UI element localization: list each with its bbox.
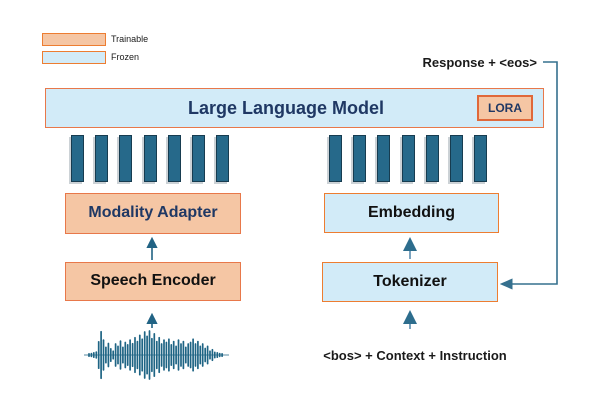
legend-frozen-swatch xyxy=(42,51,106,64)
token-bar xyxy=(377,135,390,182)
token-bar xyxy=(402,135,415,182)
token-bar xyxy=(216,135,229,182)
input-context-label: <bos> + Context + Instruction xyxy=(323,348,507,363)
legend-trainable-label: Trainable xyxy=(111,34,149,44)
token-bar xyxy=(353,135,366,182)
token-bar xyxy=(71,135,84,182)
token-bar xyxy=(168,135,181,182)
tokenizer-box: Tokenizer xyxy=(322,262,498,302)
speech-waveform xyxy=(84,330,229,380)
token-bar xyxy=(329,135,342,182)
speech-encoder-box: Speech Encoder xyxy=(65,262,241,301)
response-output-label: Response + <eos> xyxy=(422,55,537,70)
legend-frozen-label: Frozen xyxy=(111,52,140,62)
modality-adapter-box: Modality Adapter xyxy=(65,193,241,234)
lora-box: LORA xyxy=(477,95,533,121)
token-bar xyxy=(192,135,205,182)
legend-trainable-swatch xyxy=(42,33,106,46)
token-bar xyxy=(426,135,439,182)
llm-box: Large Language Model xyxy=(45,88,544,128)
token-bar xyxy=(450,135,463,182)
embedding-box: Embedding xyxy=(324,193,499,233)
text-token-bars xyxy=(329,135,488,182)
token-bar xyxy=(119,135,132,182)
token-bar xyxy=(144,135,157,182)
llm-title: Large Language Model xyxy=(187,98,385,118)
speech-token-bars xyxy=(71,135,230,182)
token-bar xyxy=(474,135,487,182)
token-bar xyxy=(95,135,108,182)
